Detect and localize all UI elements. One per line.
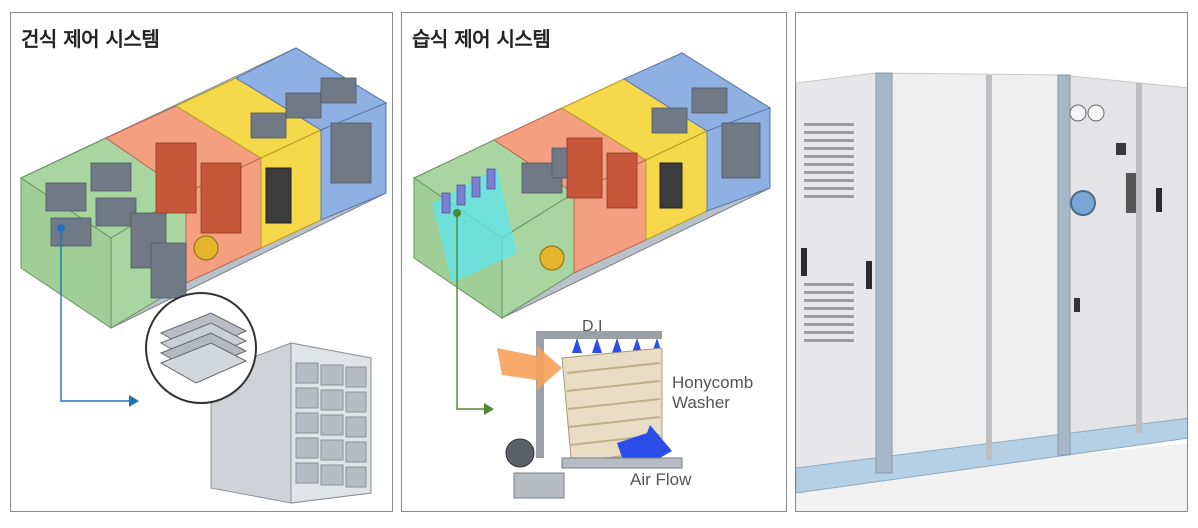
dry-system-title: 건식 제어 시스템 [21,27,160,51]
wet-callout-arrowhead [484,403,494,415]
cabinet-left-panel [796,72,877,484]
label-di: D.I [582,318,602,335]
dry-callout-line [60,228,129,402]
wet-callout-line [456,213,484,410]
intake-arrow [497,346,562,390]
pump-motor [505,438,535,468]
cabinet-vents [804,123,854,342]
wet-washer-glow [432,168,517,283]
pump-base [513,472,565,499]
gauge-1 [1069,104,1087,122]
cabinet-main-panel [875,72,1062,474]
handle-right [866,261,872,289]
dry-callout-arrowhead [129,395,139,407]
equipment-photo [796,13,1187,511]
label-airflow: Air Flow [630,470,692,489]
di-pipe [536,331,662,458]
label-honeycomb-line1: Honycomb [672,373,753,392]
wet-system-illustration: D.I Honycomb Washer Air Flow [412,52,772,499]
handle-left [801,248,807,276]
label-honeycomb-line2: Washer [672,393,730,412]
airflow-arrow [617,425,672,468]
sight-glass [1070,190,1096,216]
cabinet-right-panel [1060,74,1187,454]
wet-system-title: 습식 제어 시스템 [412,27,551,51]
equipment-photo-panel [795,12,1188,512]
dry-system-panel: 건식 제어 시스템 [10,12,393,512]
wet-system-panel: 습식 제어 시스템 [401,12,787,512]
dry-system-illustration [19,47,388,504]
gauge-2 [1087,104,1105,122]
